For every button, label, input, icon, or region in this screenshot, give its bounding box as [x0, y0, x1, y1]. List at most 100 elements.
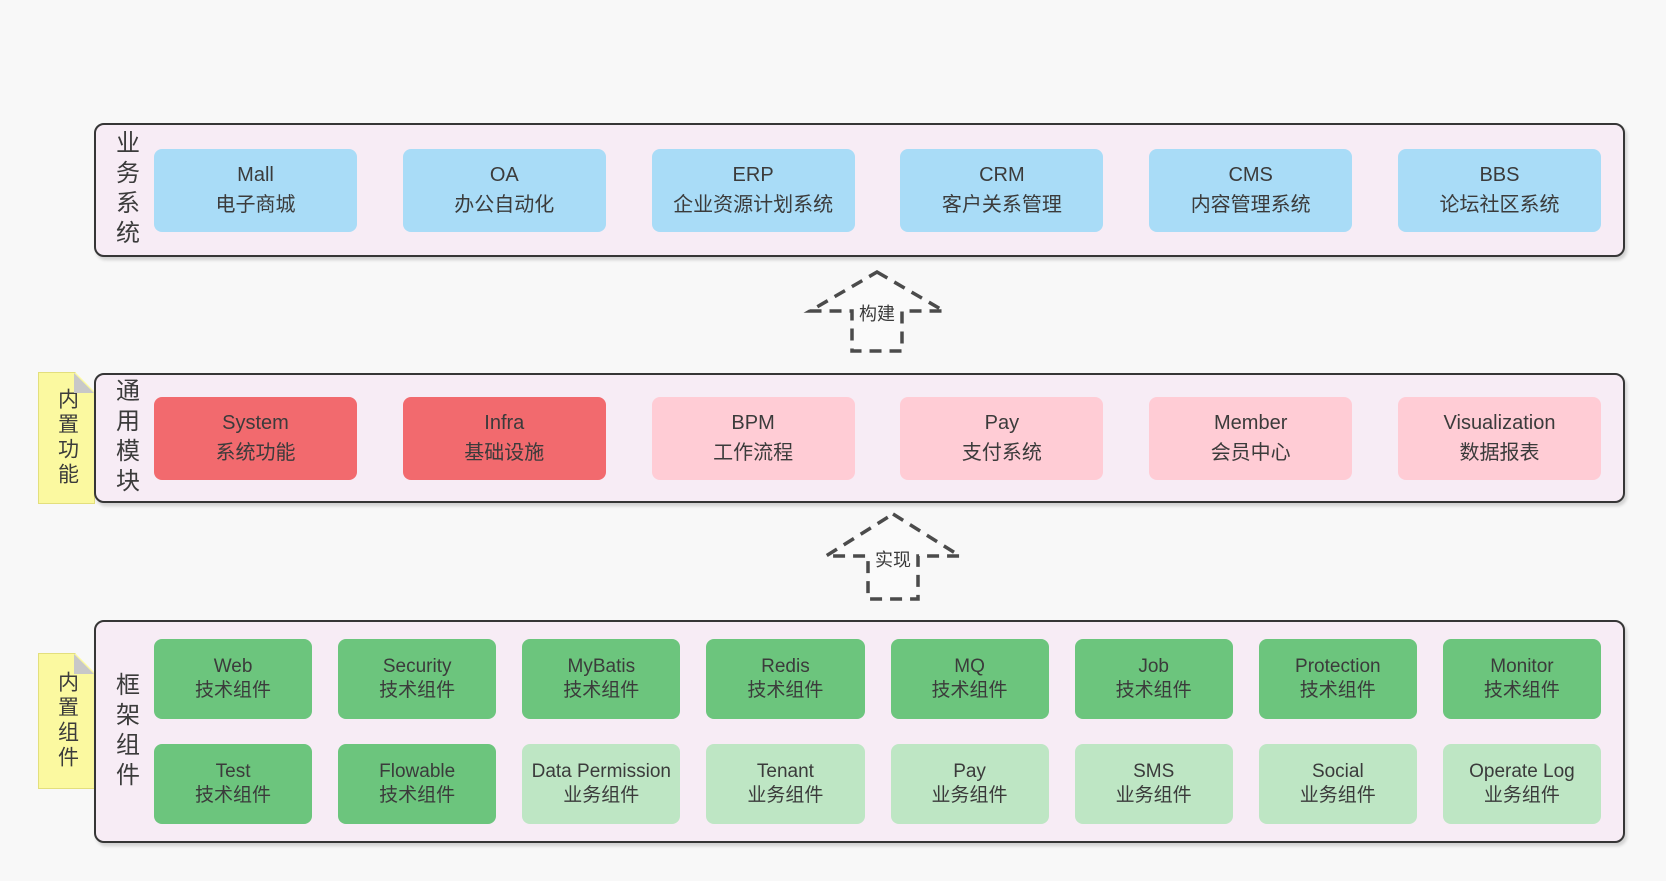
module-name: OA: [489, 164, 519, 186]
module-name: Data Permission: [531, 761, 671, 782]
module-description: 技术组件: [1299, 680, 1376, 701]
sticky-note-builtin-components: 内置组件: [38, 653, 95, 789]
module-description: 技术组件: [563, 680, 640, 701]
module-name: Redis: [761, 656, 810, 677]
module-box-mall: Mall 电子商城: [154, 148, 357, 232]
sticky-note-text: 内置组件: [55, 671, 79, 771]
module-description: 内容管理系统: [1190, 194, 1311, 216]
module-name: Visualization: [1443, 412, 1556, 434]
module-box-mq: MQ 技术组件: [890, 639, 1049, 719]
tier-label-business-systems: 业务系统: [111, 130, 139, 250]
module-description: 客户关系管理: [941, 194, 1062, 216]
module-description: 企业资源计划系统: [673, 194, 834, 216]
module-description: 数据报表: [1459, 442, 1540, 464]
up-arrow-shape: [819, 511, 967, 601]
module-name: SMS: [1133, 761, 1175, 782]
module-name: Pay: [953, 761, 986, 782]
implement-arrow-label: 实现: [875, 550, 911, 570]
module-description: 论坛社区系统: [1439, 194, 1560, 216]
module-name: Pay: [984, 412, 1020, 434]
module-name: Member: [1214, 412, 1288, 434]
module-description: 业务组件: [1483, 785, 1560, 806]
module-description: 支付系统: [961, 442, 1042, 464]
module-box-pay: Pay 支付系统: [900, 396, 1104, 480]
build-arrow-label: 构建: [859, 304, 895, 324]
module-description: 技术组件: [1483, 680, 1560, 701]
module-description: 技术组件: [195, 785, 272, 806]
module-name: System: [222, 412, 289, 434]
module-name: Web: [213, 656, 253, 677]
module-description: 技术组件: [379, 680, 456, 701]
module-box-visualization: Visualization 数据报表: [1397, 396, 1601, 480]
business-systems-box-row: Mall 电子商城 OA 办公自动化 ERP 企业资源计划系统 CRM 客户关系管理 CMS 内容…: [154, 125, 1623, 255]
module-box-system: System 系统功能: [154, 396, 357, 480]
module-box-operate-log: Operate Log 业务组件: [1442, 744, 1601, 824]
module-box-cms: CMS 内容管理系统: [1149, 148, 1353, 232]
module-description: 基础设施: [464, 442, 545, 464]
module-name: Mall: [237, 164, 274, 186]
module-box-bbs: BBS 论坛社区系统: [1397, 148, 1601, 232]
module-description: 技术组件: [931, 680, 1008, 701]
tier-label-common-modules: 通用模块: [111, 378, 139, 498]
module-box-test: Test 技术组件: [154, 744, 313, 824]
module-box-pay: Pay 业务组件: [890, 744, 1049, 824]
implement-arrow: 实现: [819, 511, 967, 601]
module-box-job: Job 技术组件: [1074, 639, 1233, 719]
module-name: Infra: [484, 412, 525, 434]
module-box-oa: OA 办公自动化: [402, 148, 606, 232]
module-name: Operate Log: [1469, 761, 1575, 782]
module-name: CMS: [1228, 164, 1273, 186]
module-box-erp: ERP 企业资源计划系统: [651, 148, 855, 232]
module-description: 技术组件: [379, 785, 456, 806]
module-box-redis: Redis 技术组件: [706, 639, 865, 719]
module-box-protection: Protection 技术组件: [1258, 639, 1417, 719]
panel-business-systems: 业务系统 Mall 电子商城 OA 办公自动化 ERP 企业资源计划系统 CRM 客户关系管理…: [94, 123, 1625, 257]
sticky-note-builtin-features: 内置功能: [38, 372, 95, 504]
module-description: 业务组件: [563, 785, 640, 806]
module-description: 技术组件: [1115, 680, 1192, 701]
module-description: 系统功能: [215, 442, 296, 464]
module-name: Flowable: [379, 761, 456, 782]
module-description: 业务组件: [931, 785, 1008, 806]
up-arrow-shape: [803, 269, 951, 353]
panel-common-modules: 通用模块 System 系统功能 Infra 基础设施 BPM 工作流程 Pay 支付系统 Me…: [94, 373, 1625, 503]
module-name: Social: [1311, 761, 1364, 782]
module-box-sms: SMS 业务组件: [1074, 744, 1233, 824]
module-description: 技术组件: [747, 680, 824, 701]
module-name: Security: [382, 656, 452, 677]
module-name: ERP: [732, 164, 774, 186]
module-name: MQ: [954, 656, 985, 677]
folded-corner-icon: [74, 373, 94, 393]
module-box-mybatis: MyBatis 技术组件: [522, 639, 681, 719]
module-name: Protection: [1295, 656, 1381, 677]
module-name: BPM: [731, 412, 775, 434]
module-description: 办公自动化: [454, 194, 555, 216]
module-name: Monitor: [1490, 656, 1554, 677]
module-description: 业务组件: [1299, 785, 1376, 806]
module-name: MyBatis: [567, 656, 636, 677]
module-description: 会员中心: [1210, 442, 1291, 464]
module-box-member: Member 会员中心: [1149, 396, 1353, 480]
module-name: BBS: [1479, 164, 1520, 186]
module-box-crm: CRM 客户关系管理: [900, 148, 1104, 232]
module-box-infra: Infra 基础设施: [402, 396, 606, 480]
module-box-social: Social 业务组件: [1258, 744, 1417, 824]
module-description: 业务组件: [747, 785, 824, 806]
module-description: 业务组件: [1115, 785, 1192, 806]
build-arrow: 构建: [803, 269, 951, 353]
module-description: 电子商城: [215, 194, 296, 216]
module-name: Test: [215, 761, 251, 782]
module-description: 工作流程: [713, 442, 794, 464]
module-name: Tenant: [756, 761, 814, 782]
module-box-data-permission: Data Permission 业务组件: [522, 744, 681, 824]
module-box-security: Security 技术组件: [338, 639, 497, 719]
module-name: CRM: [979, 164, 1025, 186]
common-modules-box-row: System 系统功能 Infra 基础设施 BPM 工作流程 Pay 支付系统 Member 会…: [154, 375, 1623, 501]
module-box-tenant: Tenant 业务组件: [706, 744, 865, 824]
module-box-flowable: Flowable 技术组件: [338, 744, 497, 824]
module-name: Job: [1138, 656, 1169, 677]
